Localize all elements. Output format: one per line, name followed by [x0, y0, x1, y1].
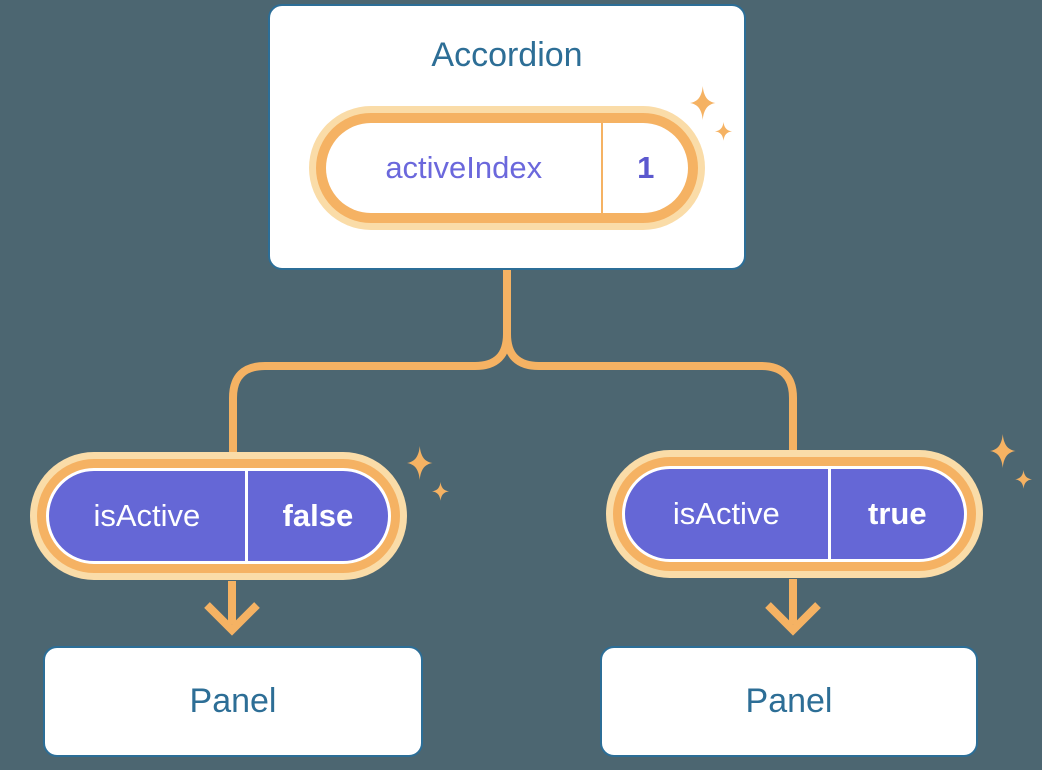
sparkle-small [432, 482, 449, 501]
prop-pill-ring: isActive true [613, 457, 976, 571]
state-pill-ring: activeIndex 1 [316, 113, 698, 223]
state-pill: activeIndex 1 [309, 106, 705, 230]
panel-title: Panel [189, 682, 277, 720]
prop-pill-body: isActive false [46, 468, 391, 564]
state-pill-body: activeIndex 1 [326, 123, 688, 213]
arrow-down-icon [204, 581, 260, 636]
accordion-card: Accordion activeIndex 1 [268, 4, 746, 270]
sparkle-big [990, 434, 1016, 468]
prop-pill-left: isActive false [30, 452, 407, 580]
accordion-title: Accordion [431, 36, 583, 74]
prop-pill-value: false [244, 471, 388, 561]
sparkle-big [407, 446, 433, 480]
panel-title: Panel [745, 682, 833, 720]
state-pill-value: 1 [601, 123, 688, 213]
prop-pill-right: isActive true [606, 450, 983, 578]
sparkle-small [1015, 470, 1032, 489]
prop-pill-value: true [827, 469, 964, 559]
panel-card-right: Panel [600, 646, 978, 757]
prop-pill-label: isActive [93, 498, 201, 533]
state-pill-label: activeIndex [385, 150, 543, 185]
connector-left-branch [229, 270, 511, 455]
sparkles-icon [407, 446, 449, 501]
prop-pill-body: isActive true [622, 466, 967, 562]
prop-pill-ring: isActive false [37, 459, 400, 573]
sparkles-icon [990, 434, 1032, 489]
prop-pill-label: isActive [672, 496, 780, 531]
arrow-down-icon [765, 579, 821, 636]
connector-right-branch [503, 270, 797, 453]
panel-card-left: Panel [43, 646, 423, 757]
